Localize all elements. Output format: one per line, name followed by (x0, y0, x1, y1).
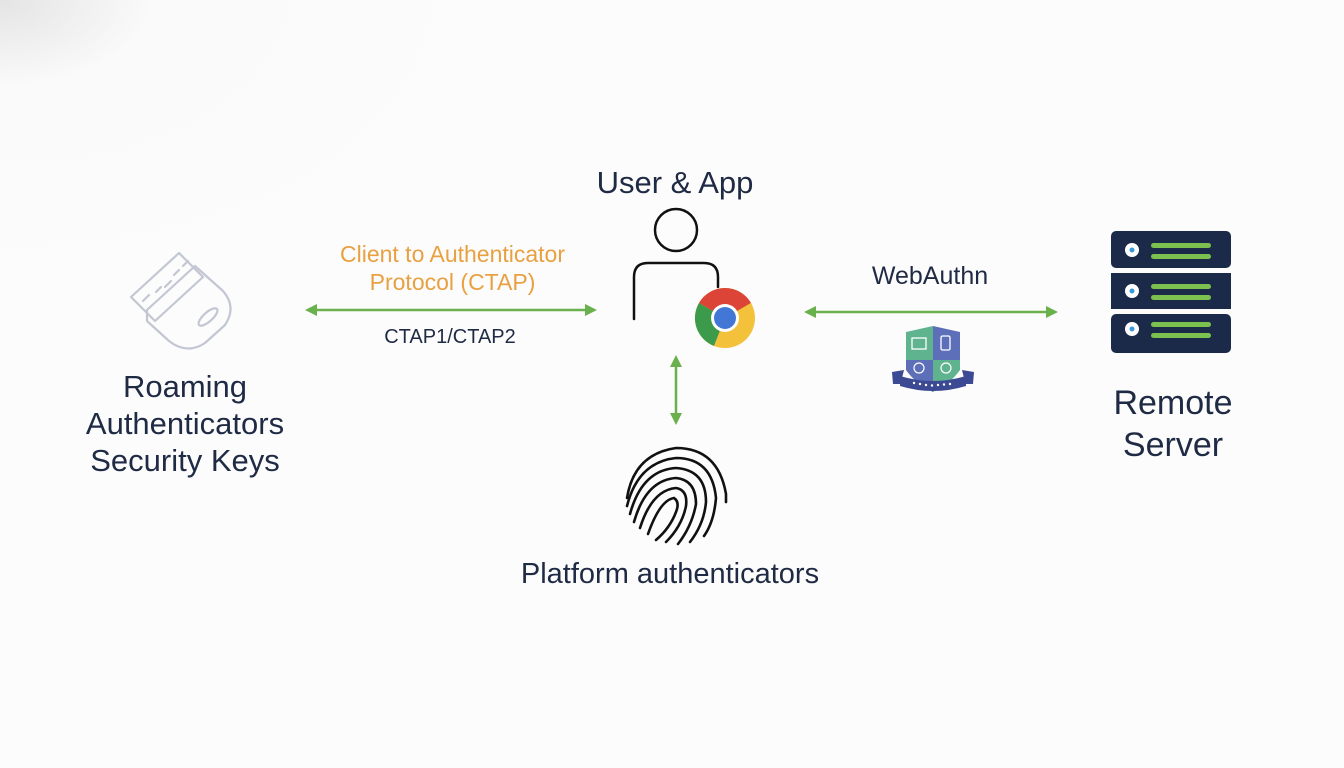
fingerprint-icon (625, 446, 728, 546)
ctap-title-line-2: Protocol (CTAP) (369, 269, 536, 295)
server-unit-3 (1125, 322, 1211, 338)
server-unit-2 (1125, 284, 1211, 300)
security-key-icon (129, 251, 232, 350)
ctap-title: Client to Authenticator Protocol (CTAP) (300, 240, 605, 296)
user-app-title: User & App (596, 165, 754, 200)
ctap-arrow (305, 304, 597, 316)
user-icon (632, 207, 720, 321)
server-title-line-2: Server (1122, 426, 1224, 464)
platform-title: Platform authenticators (520, 558, 820, 590)
webauthn-arrow (804, 306, 1058, 318)
platform-arrow (670, 355, 682, 425)
ctap-sublabel: CTAP1/CTAP2 (384, 326, 516, 348)
server-title: Remote Server (1073, 382, 1273, 466)
server-unit-1 (1125, 243, 1211, 259)
webauthn-shield-badge-icon (892, 326, 974, 392)
webauthn-title: WebAuthn (871, 262, 989, 290)
server-title-line-1: Remote (1113, 384, 1233, 422)
server-rack-icon (1111, 231, 1231, 353)
chrome-browser-icon (694, 287, 755, 348)
roaming-title: Roaming Authenticators Security Keys (60, 368, 310, 479)
roaming-title-line-3: Security Keys (90, 443, 280, 478)
ctap-title-line-1: Client to Authenticator (339, 241, 566, 267)
roaming-title-line-1: Roaming (122, 369, 248, 404)
roaming-title-line-2: Authenticators (85, 406, 285, 441)
